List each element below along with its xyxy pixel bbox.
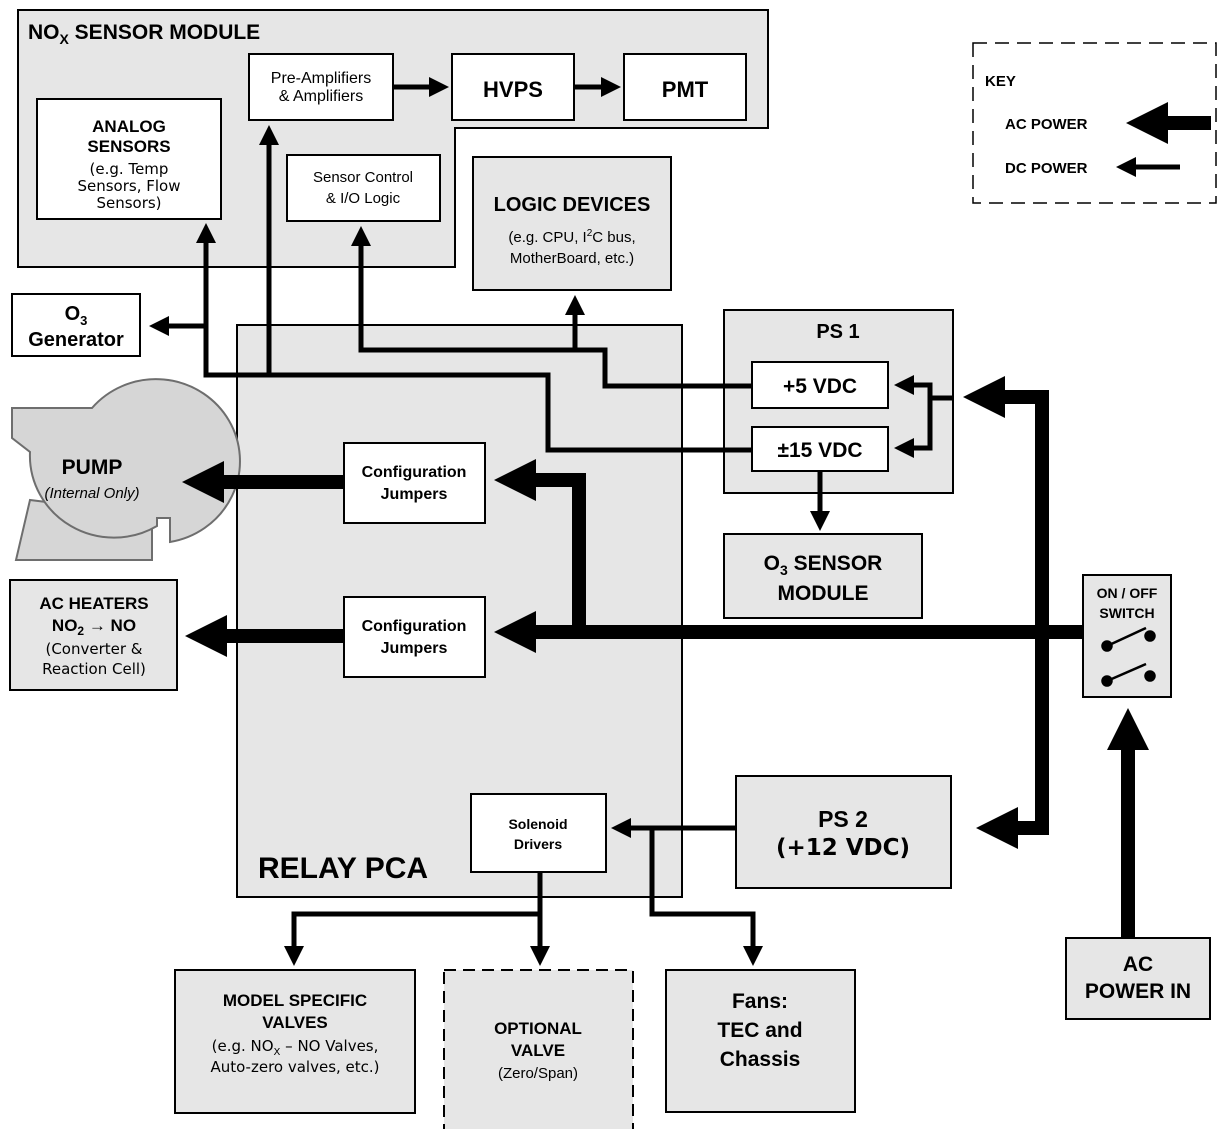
ac-power-in-box [1065,937,1211,1020]
ac-power-in-label-2: POWER IN [1085,980,1191,1003]
o3-sensor-module-title-1: O3 SENSOR [764,552,883,578]
ps2-box [735,775,952,889]
pump-note: (Internal Only) [44,485,139,502]
analog-sensors-title-2: SENSORS [87,137,170,156]
analog-sensors-title-1: ANALOG [92,117,166,136]
pmt-box [623,53,747,121]
o3-generator-box [11,293,141,357]
fans-box [665,969,856,1113]
o3-generator-formula: O3 [65,303,88,328]
pre-amplifiers-label-1: Pre-Amplifiers [271,70,371,87]
sensor-control-label-2: & I/O Logic [326,190,401,207]
model-specific-valves-box [174,969,416,1114]
config-jumpers-2-box [343,596,486,678]
config-jumpers-2-label-1: Configuration [362,618,467,635]
ac-power-lines [182,376,1149,938]
solenoid-drivers-label-2: Drivers [514,836,562,852]
fans-title-3: Chassis [720,1048,801,1071]
optional-valve-box [443,969,634,1129]
pump-title: PUMP [62,456,123,479]
ac-heaters-note-1: (Converter & [45,640,142,658]
optional-valve-title-2: VALVE [511,1041,565,1060]
pmt-label: PMT [662,77,709,102]
switch-label-2: SWITCH [1099,605,1154,621]
optional-valve-note: (Zero/Span) [498,1065,578,1082]
ps2-title: PS 2 [818,806,868,832]
logic-devices-note-2: MotherBoard, etc.) [510,250,634,267]
analog-sensors-note-3: Sensors) [96,194,161,212]
analog-sensors-box [36,98,222,220]
key-title: KEY [985,73,1016,90]
dc-power-lines [148,77,953,967]
ps1-15vdc-box [751,426,889,472]
analog-sensors-note-1: (e.g. Temp [90,160,169,178]
sensor-control-box [286,154,441,222]
fans-title-1: Fans: [732,990,788,1013]
o3-sensor-module-box [723,533,923,619]
ps1-title: PS 1 [816,321,859,343]
model-valves-title-2: VALVES [262,1013,328,1032]
analog-sensors-note-2: Sensors, Flow [77,177,180,195]
logic-devices-title: LOGIC DEVICES [494,194,651,216]
ps1-5vdc-label: +5 VDC [783,375,857,398]
model-valves-note-1: (e.g. NOX – NO Valves, [212,1037,379,1058]
hvps-box [451,53,575,121]
hvps-label: HVPS [483,77,543,102]
nox-module-title: NOX SENSOR MODULE [28,21,260,47]
pre-amplifiers-box [248,53,394,121]
pump-shape [11,378,241,561]
relay-pca-title: RELAY PCA [258,852,428,885]
config-jumpers-1-label-1: Configuration [362,464,467,481]
logic-devices-box [472,156,672,291]
config-jumpers-1-label-2: Jumpers [381,486,448,503]
logic-devices-note-1: (e.g. CPU, I2C bus, [508,228,635,246]
ac-heaters-title: AC HEATERS [39,594,148,613]
switch-label-1: ON / OFF [1097,585,1158,601]
o3-generator-label: Generator [28,329,124,351]
solenoid-drivers-box [470,793,607,873]
switch-symbol-icon [1101,626,1156,687]
ac-heaters-box [9,579,178,691]
model-valves-title-1: MODEL SPECIFIC [223,991,367,1010]
ac-heaters-note-2: Reaction Cell) [42,660,146,678]
ps2-voltage: (+12 VDC) [776,835,910,861]
key-dc-power-label: DC POWER [1005,160,1088,177]
key-arrows [1115,102,1211,177]
model-valves-note-2: Auto-zero valves, etc.) [210,1058,379,1076]
key-ac-power-label: AC POWER [1005,116,1088,133]
ps1-15vdc-label: ±15 VDC [777,439,862,462]
solenoid-drivers-label-1: Solenoid [508,816,567,832]
ac-power-in-label-1: AC [1123,953,1153,976]
config-jumpers-1-box [343,442,486,524]
o3-sensor-module-title-2: MODULE [778,582,869,605]
fans-title-2: TEC and [717,1019,802,1042]
sensor-control-label-1: Sensor Control [313,169,413,186]
ac-heaters-formula: NO2 → NO [52,616,136,638]
pre-amplifiers-label-2: & Amplifiers [279,88,363,105]
optional-valve-title-1: OPTIONAL [494,1019,582,1038]
config-jumpers-2-label-2: Jumpers [381,640,448,657]
